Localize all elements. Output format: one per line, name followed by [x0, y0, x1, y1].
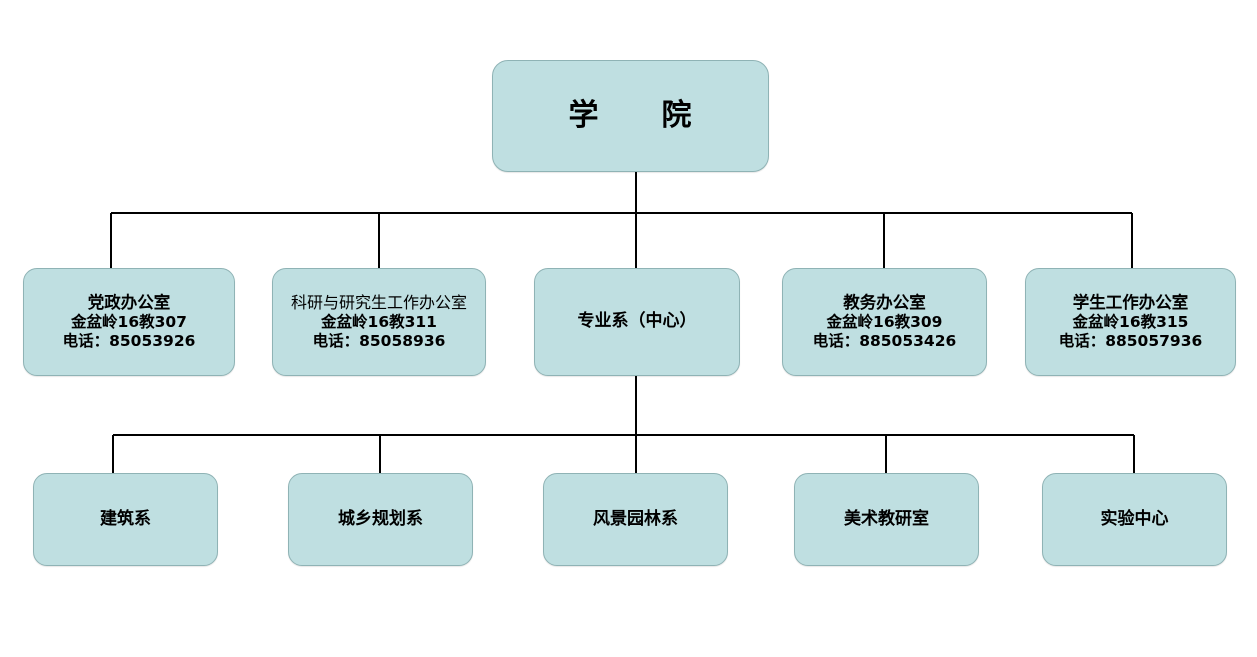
node-urban-rural-planning-dept[interactable]: 城乡规划系: [288, 473, 473, 566]
node-academic-affairs-office-room: 金盆岭16教309: [826, 313, 943, 331]
node-landscape-architecture-dept-label: 风景园林系: [593, 508, 678, 529]
node-party-admin-office-room: 金盆岭16教307: [71, 313, 187, 331]
node-student-affairs-office-phone: 电话：885057936: [1058, 332, 1203, 351]
node-college-root[interactable]: 学 院: [492, 60, 769, 172]
node-landscape-architecture-dept[interactable]: 风景园林系: [543, 473, 728, 566]
node-college-root-label: 学 院: [568, 98, 693, 134]
node-experiment-center[interactable]: 实验中心: [1042, 473, 1227, 566]
node-fine-arts-teaching-office-label: 美术教研室: [844, 508, 929, 529]
node-party-admin-office-phone: 电话：85053926: [62, 332, 196, 351]
node-fine-arts-teaching-office[interactable]: 美术教研室: [794, 473, 979, 566]
node-party-admin-office-title: 党政办公室: [87, 292, 171, 312]
node-architecture-dept[interactable]: 建筑系: [33, 473, 218, 566]
node-academic-affairs-office-phone: 电话：885053426: [812, 332, 957, 351]
node-research-graduate-office-room: 金盆岭16教311: [321, 312, 437, 331]
node-research-graduate-office-phone: 电话：85058936: [312, 331, 446, 350]
node-student-affairs-office-room: 金盆岭16教315: [1072, 313, 1189, 331]
node-academic-affairs-office-title: 教务办公室: [843, 292, 926, 312]
node-architecture-dept-label: 建筑系: [100, 508, 151, 529]
node-academic-affairs-office[interactable]: 教务办公室 金盆岭16教309 电话：885053426: [782, 268, 987, 376]
node-student-affairs-office-title: 学生工作办公室: [1072, 292, 1189, 312]
node-party-admin-office[interactable]: 党政办公室 金盆岭16教307 电话：85053926: [23, 268, 235, 376]
node-experiment-center-label: 实验中心: [1100, 508, 1169, 529]
node-urban-rural-planning-dept-label: 城乡规划系: [338, 508, 423, 529]
node-student-affairs-office[interactable]: 学生工作办公室 金盆岭16教315 电话：885057936: [1025, 268, 1236, 376]
node-professional-departments-title: 专业系（中心）: [577, 311, 697, 332]
node-research-graduate-office[interactable]: 科研与研究生工作办公室 金盆岭16教311 电话：85058936: [272, 268, 486, 376]
node-research-graduate-office-title: 科研与研究生工作办公室: [290, 292, 467, 312]
node-professional-departments[interactable]: 专业系（中心）: [534, 268, 740, 376]
